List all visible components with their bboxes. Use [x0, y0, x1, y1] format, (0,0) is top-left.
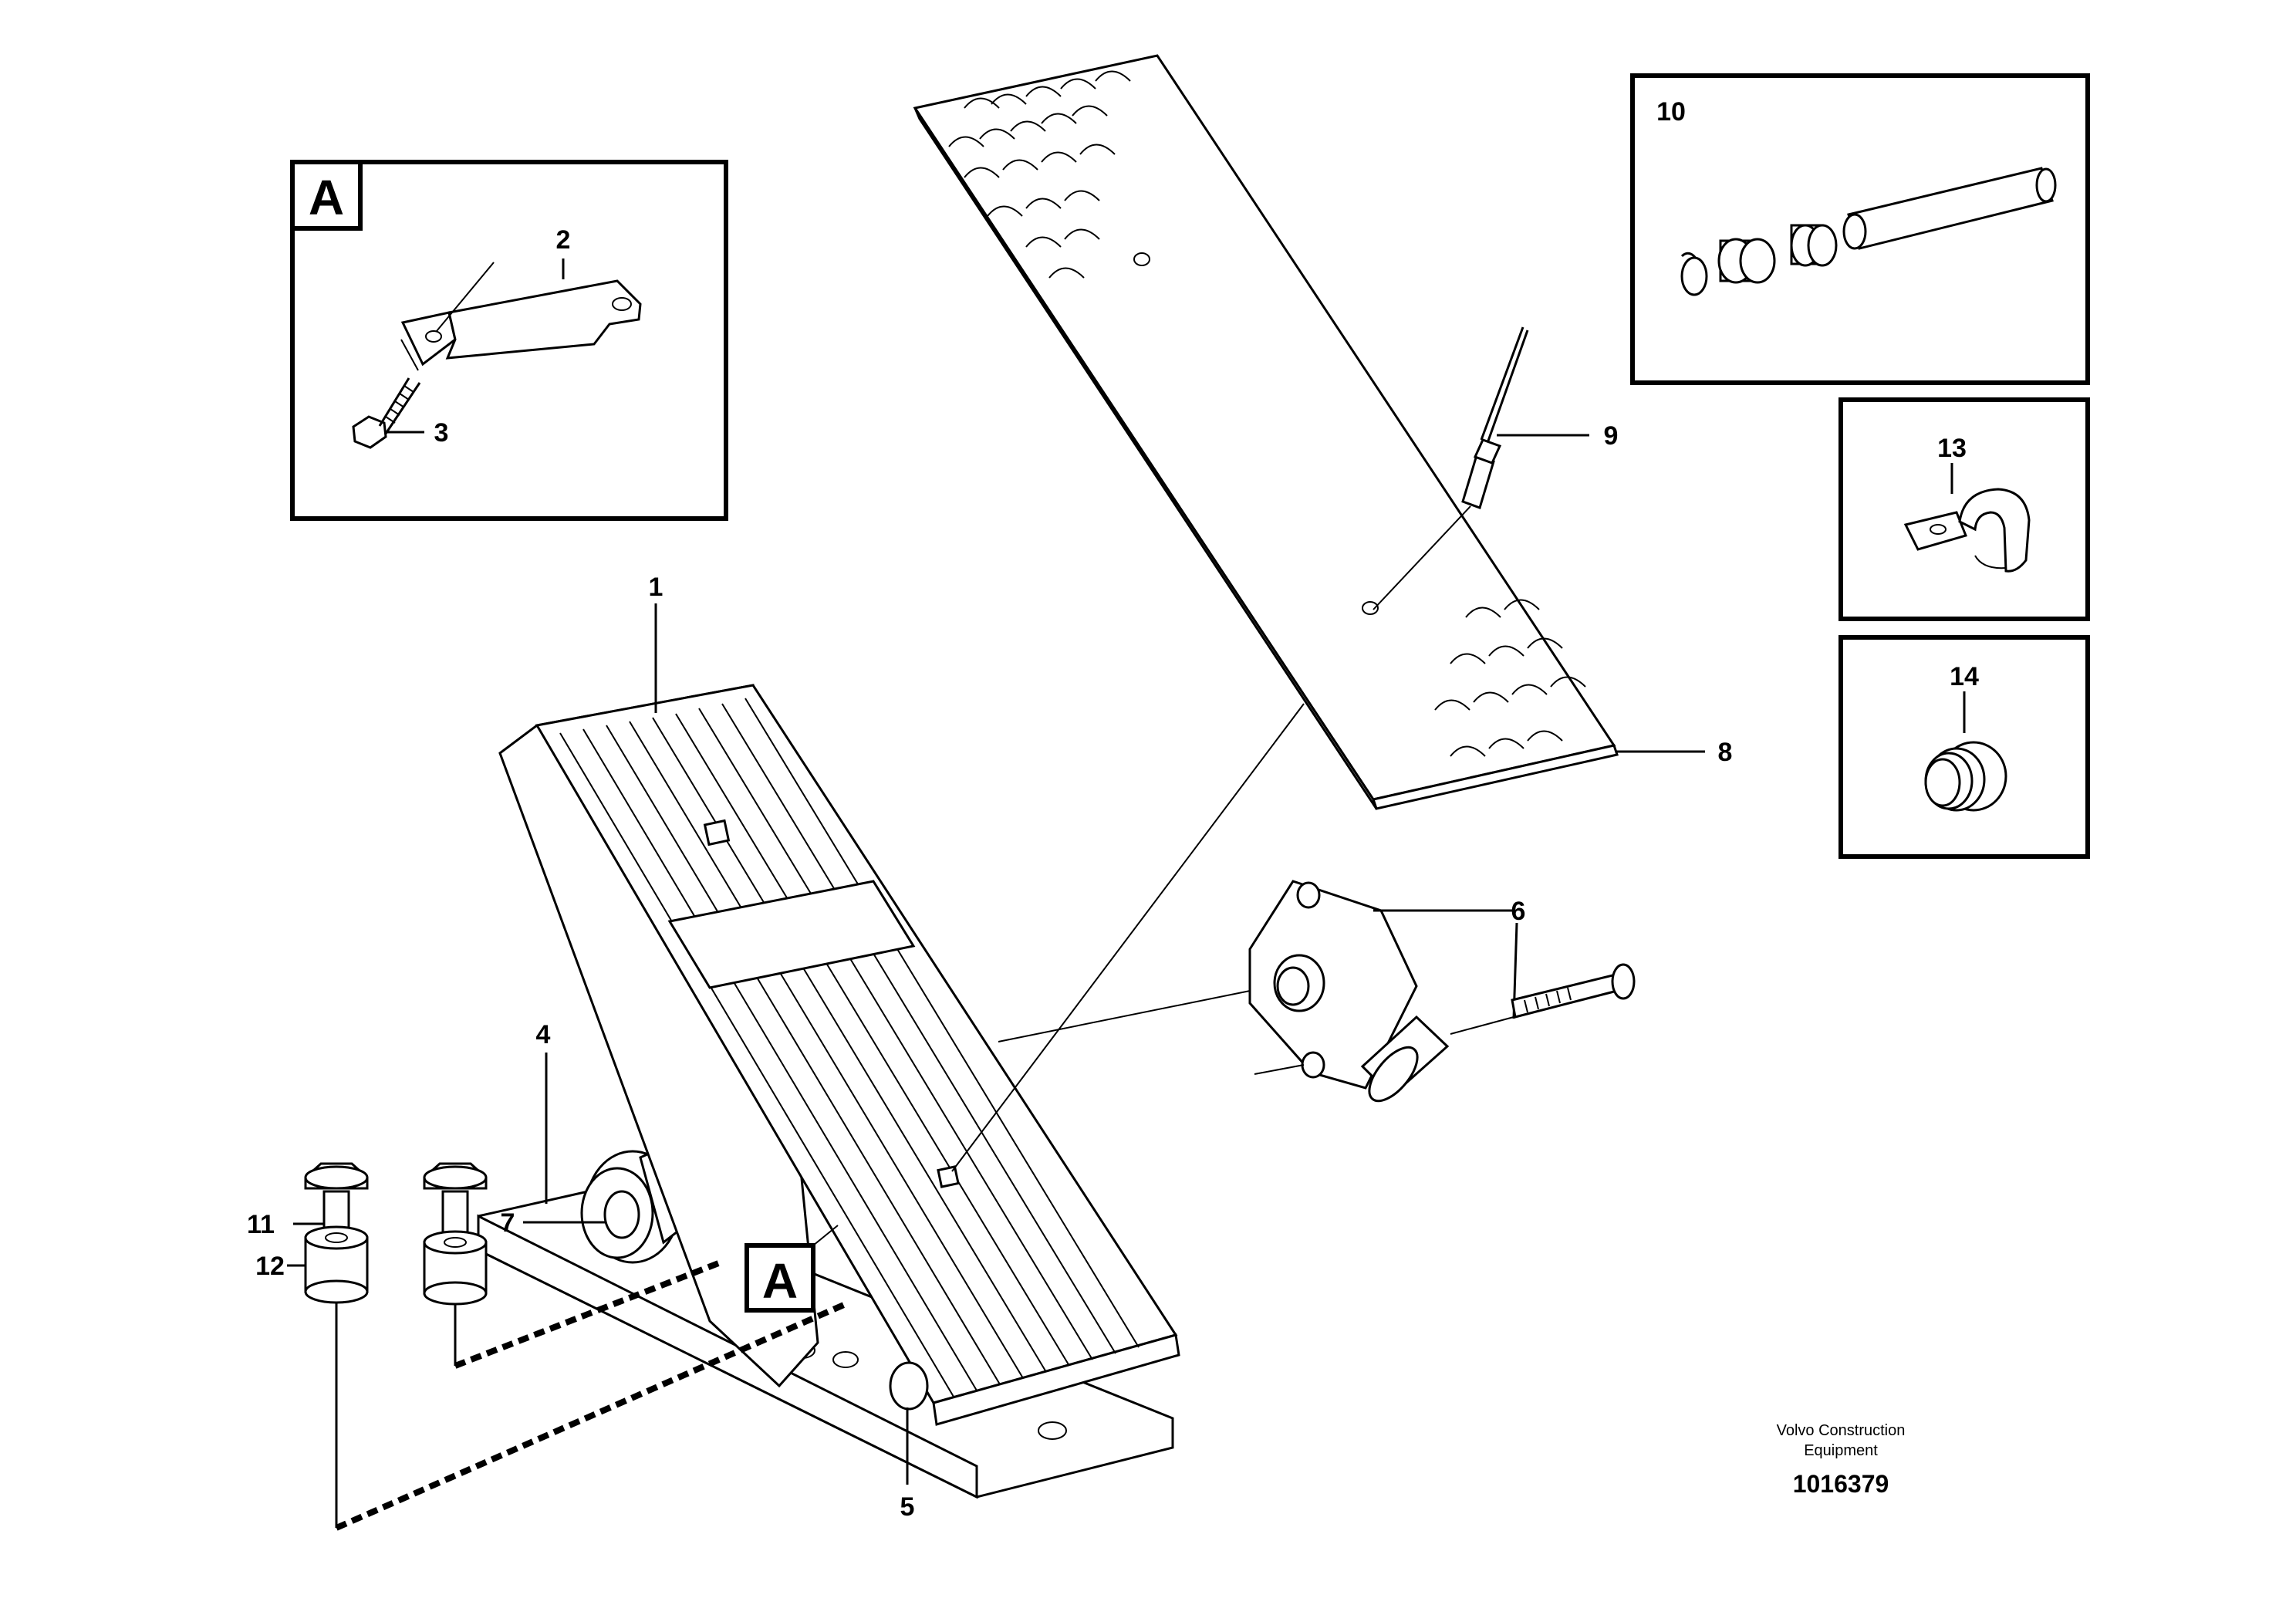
- assembly-dash-a: [335, 1301, 847, 1531]
- part-label-8: 8: [1718, 738, 1733, 767]
- part-label-6: 6: [1511, 897, 1526, 926]
- part-label-14: 14: [1950, 662, 1979, 691]
- assembly-dash-b: [454, 1259, 722, 1369]
- part-label-10: 10: [1656, 97, 1686, 127]
- spacer-part-12: 12: [255, 1225, 369, 1304]
- leader-pedal-to-sensor: [998, 987, 1266, 1042]
- detail-10-inset: 10: [1630, 73, 2090, 385]
- bracket-part-2: [400, 262, 642, 367]
- footer-block: Volvo Construction Equipment 1016379: [1777, 1422, 1906, 1498]
- grommet-part-14: [1924, 741, 2007, 812]
- part-label-12: 12: [255, 1252, 285, 1281]
- brand-line-1: Volvo Construction: [1777, 1422, 1906, 1439]
- detail-14-inset: 14: [1838, 635, 2090, 859]
- part-label-5: 5: [900, 1492, 915, 1522]
- spacer-part-12-b: [423, 1230, 488, 1306]
- bolt-part-3: [352, 339, 421, 449]
- detail-a-inset: A 2 3: [290, 160, 728, 521]
- brand-line-2: Equipment: [1804, 1442, 1878, 1459]
- sensor-part-6: 6: [1248, 880, 1526, 1103]
- part-label-13: 13: [1937, 434, 1967, 463]
- drawing-number: 1016379: [1793, 1470, 1889, 1498]
- part-label-2: 2: [556, 225, 571, 255]
- part-label-4: 4: [536, 1020, 551, 1049]
- part-label-3: 3: [434, 418, 449, 448]
- floor-plate-part-8: 8: [913, 54, 1733, 810]
- detail-a-callout: A: [309, 170, 344, 225]
- pedal-part-1: 1 5: [498, 573, 1180, 1522]
- clip-part-13: [1903, 488, 2031, 573]
- detail-13-inset: 13: [1838, 397, 2090, 621]
- part-label-9: 9: [1604, 421, 1619, 451]
- leader-pedal-to-plate: [951, 703, 1305, 1172]
- part-label-11: 11: [247, 1210, 275, 1239]
- pin-assembly-10: [1680, 167, 2057, 296]
- detail-a-callout-main-label: A: [762, 1253, 798, 1309]
- part-label-1: 1: [649, 573, 663, 602]
- detail-a-callout-main: A: [745, 1225, 839, 1313]
- sensor-screw: [1450, 922, 1636, 1035]
- part-label-7: 7: [501, 1208, 515, 1238]
- rivet-part-9: 9: [1373, 326, 1619, 610]
